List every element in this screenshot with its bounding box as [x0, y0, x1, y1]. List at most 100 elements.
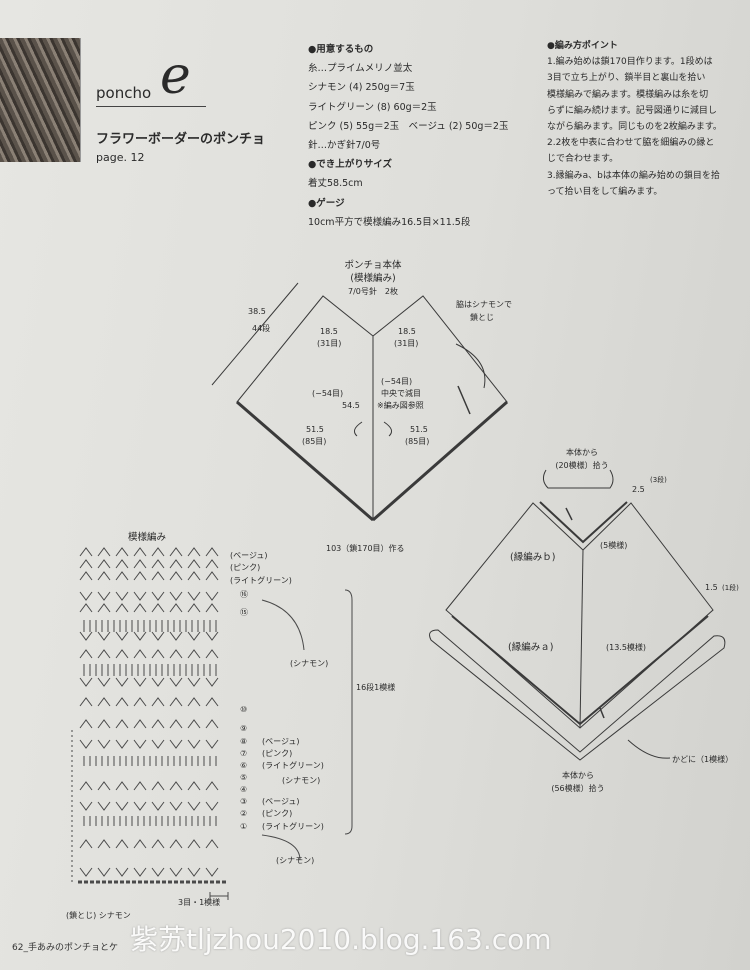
edging-labels: 本体から (20模様）拾う 2.5 (3段) (縁編みｂ) (5模様) 1.5 … [508, 447, 739, 793]
top-lightgreen: (ライトグリーン) [230, 575, 292, 585]
row-3: ③ [240, 797, 247, 806]
row-5: ⑤ [240, 773, 247, 782]
cinnamon-upper: (シナモン) [290, 659, 328, 668]
row-6-color: (ライトグリーン) [262, 760, 324, 770]
center-arrow-right [383, 421, 393, 437]
cinnamon-lower-leader [261, 834, 301, 861]
pattern-letter: e [160, 46, 191, 106]
points-line: 模様編みで編みます。模様編みは糸を切 [547, 89, 709, 100]
top-left-measure: 18.5 [320, 327, 338, 336]
row-1: ① [240, 822, 247, 831]
corner-leader [627, 739, 671, 759]
row-2: ② [240, 809, 247, 818]
points-line: ながら編みます。同じものを2枚編みます。 [547, 122, 722, 133]
side-seam-note-2: 鎖とじ [470, 312, 494, 322]
side-measure-line [211, 282, 299, 386]
row-1-color: (ライトグリーン) [262, 821, 324, 831]
edge-a-arrow [599, 707, 605, 719]
stitch-chart [71, 547, 353, 900]
side-measure: 38.5 [248, 307, 266, 316]
yarn-line: 糸…プライムメリノ並太 [308, 63, 413, 75]
points-line: らずに編み続けます。記号図通りに減目し [547, 105, 717, 116]
pattern-title: フラワーボーダーのポンチョ [96, 132, 266, 147]
center-arrow-left [353, 421, 363, 437]
edging-center-line [579, 549, 584, 729]
edge-b-band [539, 501, 628, 544]
main-diagram-lines [211, 282, 508, 522]
size-line: 着丈58.5cm [308, 178, 363, 190]
edging-top-pick: (20模様）拾う [555, 460, 608, 470]
gauge-line: 10cm平方で模様編み16.5目×11.5段 [308, 216, 471, 228]
row-16: ⑯ [240, 590, 248, 599]
edge-b-label: (縁編みｂ) [510, 551, 555, 563]
body-title: ポンチョ本体 [344, 259, 402, 271]
points-block: ●編み方ポイント 1.編み始めは鎖170目作ります。1段めは 3目で立ち上がり、… [547, 38, 737, 200]
cinnamon-line: シナモン (4) 250g＝7玉 [308, 82, 415, 94]
edging-outline [445, 502, 714, 729]
row-6: ⑥ [240, 761, 247, 770]
top-left-stitches: (31目) [317, 339, 341, 348]
row-4: ④ [240, 785, 247, 794]
body-subtitle: (模様編み) [350, 272, 395, 284]
materials-block: ●用意するもの 糸…プライムメリノ並太 シナモン (4) 250g＝7玉 ライト… [308, 40, 543, 232]
stitch-fans-lower [79, 719, 219, 877]
row-8: ⑧ [240, 737, 247, 746]
top-pink: (ピンク) [230, 563, 260, 572]
bottom-left-stitches: (85目) [302, 437, 326, 446]
stitch-repeat: 3目・1模様 [178, 897, 220, 907]
bottom-left-measure: 51.5 [306, 425, 324, 434]
page-footer: 62_手あみのポンチョとケ [12, 940, 118, 953]
start-chain-edge-left [236, 400, 374, 522]
bottom-right-stitches: (85目) [405, 437, 429, 446]
left-decrease: (−54目) [312, 389, 343, 398]
edging-from-body-bottom: 本体から [562, 770, 594, 780]
pink-beige-line: ピンク (5) 55g＝2玉 ベージュ (2) 50g＝2玉 [308, 120, 509, 132]
side-rows: 44段 [252, 323, 270, 333]
row-7: ⑦ [240, 749, 247, 758]
row-9: ⑨ [240, 724, 247, 733]
edging-from-body-top: 本体から [566, 447, 598, 457]
corner-note: かどに（1模様） [672, 754, 733, 764]
stitch-fans-upper [79, 547, 219, 707]
top-beige: (ベージュ) [230, 551, 268, 560]
edge-b-rows: (3段) [650, 475, 667, 484]
watermark: 紫苏tljzhou2010.blog.163.com [130, 923, 552, 956]
edging-diagram-lines [429, 469, 726, 761]
size-heading: ●でき上がりサイズ [308, 159, 393, 171]
edge-a-outer-band [429, 629, 726, 761]
row-8-color: (ベージュ) [262, 737, 300, 746]
poncho-photo [0, 38, 81, 162]
book-title: _手あみのポンチョとケ [23, 943, 118, 953]
points-line: 3目で立ち上がり、鎖半目と裏山を拾い [547, 73, 706, 84]
edging-bottom-pick: (56模様）拾う [551, 783, 604, 793]
title-rule [96, 106, 206, 107]
center-decrease-note: 中央で減目 [381, 388, 421, 398]
cinnamon-lower: (シナモン) [276, 856, 314, 865]
side-note-leader [455, 343, 486, 389]
hook-line: 針…かぎ針7/0号 [308, 140, 381, 152]
poncho-label: poncho [96, 84, 152, 102]
start-chain-edge-right [372, 400, 508, 522]
cinnamon-upper-leader [261, 599, 305, 651]
points-line: じで合わせます。 [547, 154, 619, 165]
chain-join-note: (鎖とじ) シナモン [66, 910, 131, 920]
repeat-bracket [209, 892, 229, 900]
stitch-posts [83, 620, 217, 826]
points-line: 2.2枚を中表に合わせて脇を細編みの縁と [547, 138, 715, 149]
side-arrow [457, 385, 471, 415]
edge-a-pattern: (13.5模様) [606, 642, 646, 652]
edge-b-pattern: (5模様) [600, 540, 627, 550]
poncho-body-outline [236, 295, 508, 521]
row-10: ⑩ [240, 705, 247, 714]
top-right-measure: 18.5 [398, 327, 416, 336]
page-number: 62 [12, 943, 24, 953]
materials-heading: ●用意するもの [308, 44, 374, 55]
body-needle: 7/0号針 2枚 [348, 286, 398, 296]
points-heading: ●編み方ポイント [547, 41, 618, 51]
repeat-rows-bracket [344, 589, 353, 835]
page-reference: page. 12 [96, 151, 145, 164]
gauge-heading: ●ゲージ [308, 197, 345, 209]
right-decrease: (−54目) [381, 377, 412, 386]
points-line: 1.編み始めは鎖170目作ります。1段めは [547, 57, 713, 68]
